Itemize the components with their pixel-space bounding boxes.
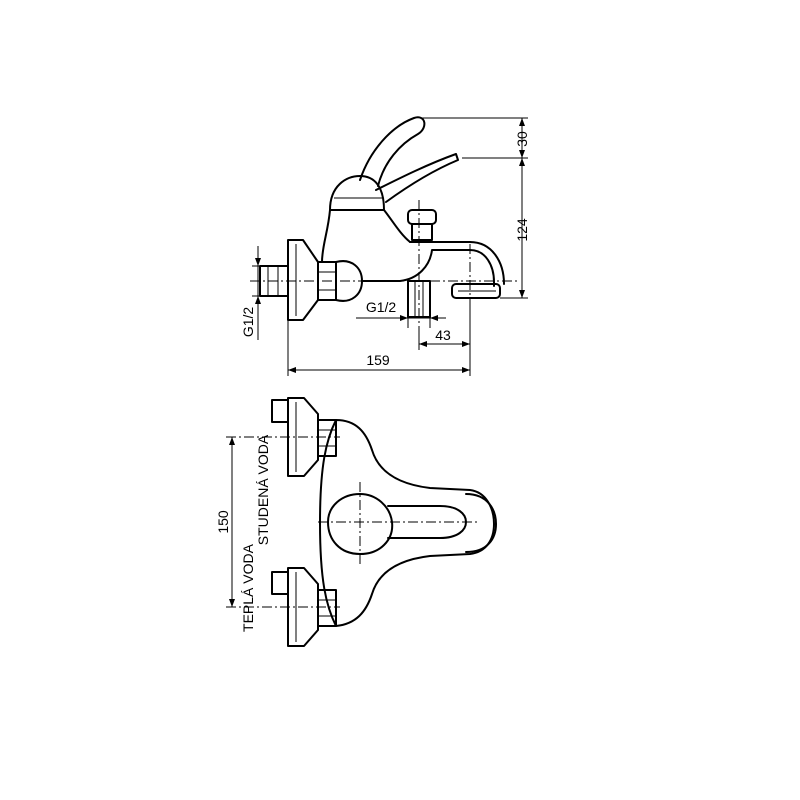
top-flange-lower (287, 567, 319, 647)
label-cold-water: STUDENÁ VODA (255, 434, 271, 545)
dim-inlet-thread: G1/2 (240, 307, 256, 338)
top-spout-end (465, 493, 497, 553)
dim-outlet-offset: 43 (435, 327, 451, 343)
dim-inlet-spacing: 150 (215, 510, 231, 534)
side-wall-flange (287, 239, 319, 321)
side-view: 30 124 G1/2 G1/2 43 159 (240, 116, 530, 376)
top-connector-lower (271, 571, 289, 595)
top-nut-lower (317, 589, 337, 627)
side-spout (361, 249, 495, 287)
top-flange-upper (287, 397, 319, 477)
dim-lever-height: 30 (514, 131, 530, 147)
dim-outlet-thread: G1/2 (366, 299, 397, 315)
side-spout-aerator (451, 283, 501, 299)
side-lever (359, 116, 426, 187)
dim-overall-length: 159 (366, 352, 390, 368)
label-hot-water: TEPLÁ VODA (240, 543, 256, 632)
top-view: 150 TEPLÁ VODA STUDENÁ VODA (215, 397, 497, 647)
side-cartridge-cap (329, 175, 385, 211)
side-diverter-knob (407, 209, 437, 225)
dim-body-height: 124 (514, 218, 530, 242)
top-connector-upper (271, 399, 289, 423)
top-nut-upper (317, 419, 337, 457)
top-body (319, 419, 495, 627)
